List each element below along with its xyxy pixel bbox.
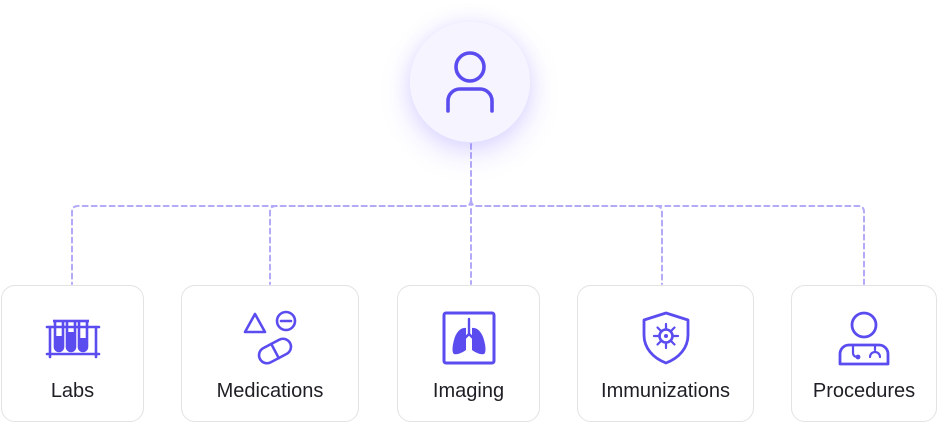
card-label: Labs: [50, 380, 95, 402]
shield-virus-icon: [642, 311, 689, 365]
card-label: Medications: [216, 380, 324, 402]
card-imaging[interactable]: Imaging: [397, 285, 540, 422]
card-label: Imaging: [432, 380, 505, 402]
doctor-stethoscope-icon: [838, 311, 890, 366]
pills-shapes-icon: [243, 310, 297, 365]
card-immunizations[interactable]: Immunizations: [577, 285, 754, 422]
test-tubes-icon: [45, 319, 100, 359]
patient-avatar: [410, 22, 530, 142]
card-labs[interactable]: Labs: [1, 285, 144, 422]
connector-branch-immunizations: [470, 199, 663, 285]
card-label: Procedures: [812, 380, 916, 402]
user-icon: [446, 51, 494, 113]
card-procedures[interactable]: Procedures: [791, 285, 937, 422]
card-medications[interactable]: Medications: [181, 285, 359, 422]
connector-branch-labs: [71, 199, 472, 285]
connector-branch-procedures: [470, 199, 865, 285]
lung-xray-icon: [442, 311, 495, 365]
connector-branch-medications: [269, 199, 472, 285]
card-label: Immunizations: [601, 380, 730, 402]
